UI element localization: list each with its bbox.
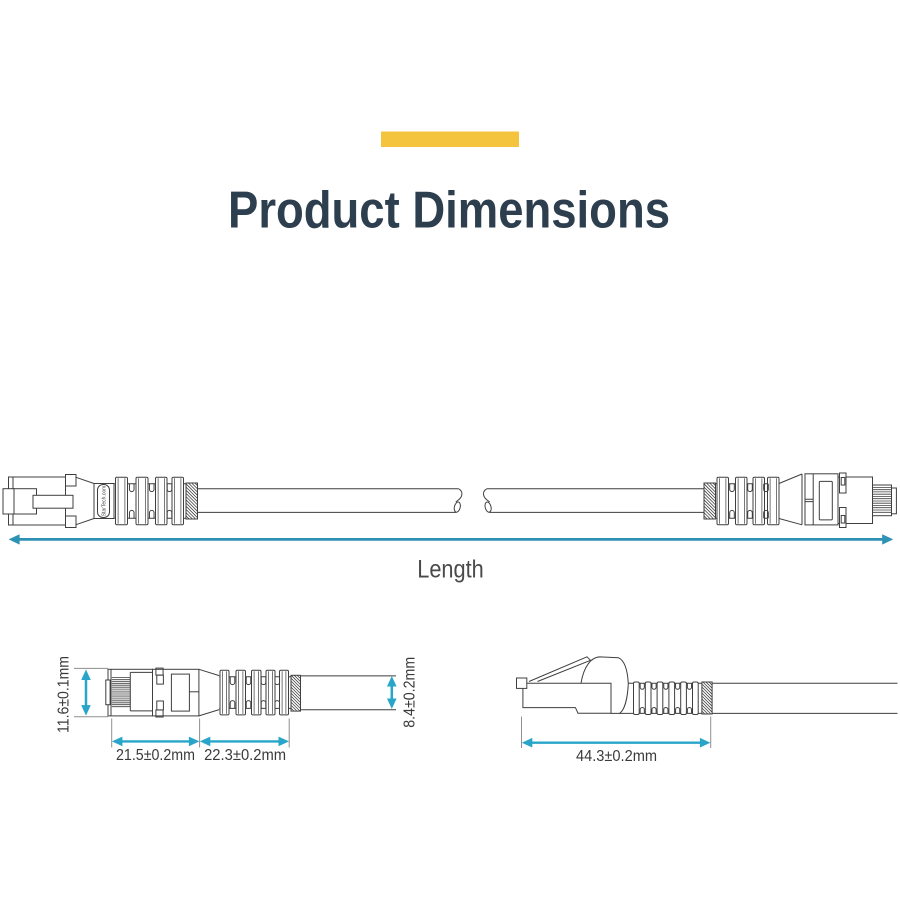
svg-text:Product Dimensions: Product Dimensions — [228, 181, 670, 239]
svg-text:21.5±0.2mm: 21.5±0.2mm — [116, 747, 195, 764]
svg-text:8.4±0.2mm: 8.4±0.2mm — [402, 657, 419, 728]
svg-text:StarTech.com: StarTech.com — [102, 486, 108, 517]
svg-text:44.3±0.2mm: 44.3±0.2mm — [576, 748, 657, 765]
svg-text:11.6±0.1mm: 11.6±0.1mm — [55, 656, 72, 733]
svg-text:Length: Length — [417, 556, 484, 584]
svg-text:22.3±0.2mm: 22.3±0.2mm — [204, 747, 286, 764]
